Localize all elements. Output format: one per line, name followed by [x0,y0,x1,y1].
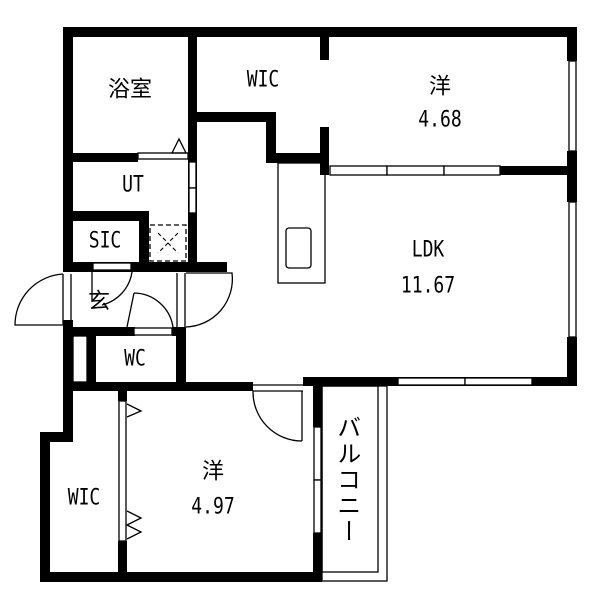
shoe-storage [149,224,187,262]
balcony [321,385,388,582]
room-area-western-north: 4.68 [418,107,462,133]
room-label-western-south: 洋 [201,459,225,485]
room-label-ut: UT [122,172,144,198]
room-area-western-south: 4.97 [191,494,235,520]
room-label-wic-south: WIC [67,485,101,511]
door-swings [14,271,303,442]
room-label-wc: WC [124,346,146,372]
interior-walls [63,27,577,582]
room-label-western-north: 洋 [428,74,452,100]
sliding-doors [92,137,533,542]
east-windows [568,60,577,338]
room-label-bath: 浴室 [107,77,153,103]
kitchen-counter [277,162,326,284]
small-closet [72,335,88,383]
room-label-balcony: バルコニー [332,415,361,545]
room-label-entrance: 玄 [87,289,111,315]
room-area-ldk: 11.67 [400,273,456,299]
room-label-wic-north: WIC [246,67,280,93]
room-label-ldk: LDK [411,237,445,263]
room-label-sic: SIC [88,228,122,254]
